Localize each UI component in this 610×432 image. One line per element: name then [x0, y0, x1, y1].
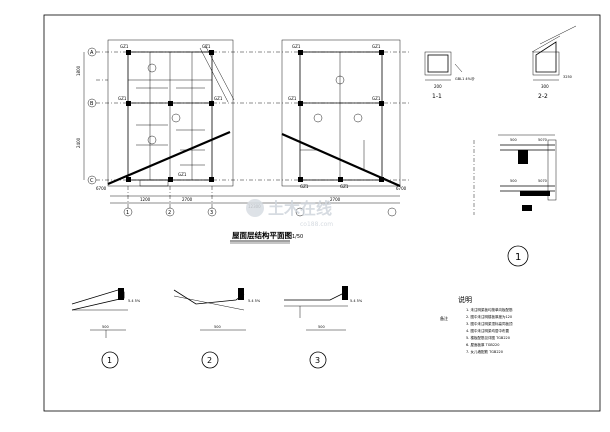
- col-label-1: GZ1: [120, 44, 129, 49]
- detail2-dim: 500: [214, 325, 221, 329]
- col-label-3: GZ1: [118, 96, 127, 101]
- notes-item-1: 1. 未注明梁板均按单向板配筋: [466, 307, 513, 312]
- left-dim-2: 2400: [76, 137, 81, 148]
- dim-bottom-3: 2700: [330, 197, 341, 202]
- col-label-r2: GZ1: [372, 44, 381, 49]
- section-1-1: [424, 51, 463, 81]
- detail1-callout-circle: [101, 351, 119, 369]
- plan-title: 屋面层结构平面图: [232, 230, 292, 240]
- beam-dim-4: 5070: [538, 179, 547, 183]
- detail2-callout-circle: [201, 351, 219, 369]
- section-dim-22: 300: [541, 84, 549, 89]
- notes-item-5: 5. 楼板配筋见详图 TGB220: [466, 335, 510, 340]
- section-note-11: GBL1 4%@: [455, 77, 475, 81]
- col-label-5: GZ1: [178, 172, 187, 177]
- watermark-logo: 土木在线 co188.com: [246, 199, 333, 228]
- plan-scale: 1/50: [292, 234, 303, 240]
- notes-item-4: 4. 图中未注明梁均居中布置: [466, 328, 509, 333]
- beam-dim-1: 500: [510, 138, 517, 142]
- grid-row-B: B: [90, 101, 94, 107]
- watermark-domain: co188.com: [300, 221, 333, 228]
- detail1-callout: 1: [107, 356, 112, 365]
- detail2-callout: 2: [207, 356, 212, 365]
- sheet-border: [43, 14, 601, 412]
- col-label-r6: GZ1: [340, 184, 349, 189]
- section-2-2: [531, 25, 577, 81]
- detail3-callout-circle: [309, 351, 327, 369]
- col-label-r5: GZ1: [300, 184, 309, 189]
- section-label-11: 1-1: [432, 93, 442, 100]
- grid-row-C: C: [90, 178, 94, 184]
- plan-left: [107, 39, 235, 187]
- notes-title: 说明: [458, 295, 472, 304]
- section-note-22: 3250: [563, 75, 572, 79]
- level-mark-left: 6700: [96, 186, 107, 191]
- dim-bottom-2: 2700: [182, 197, 193, 202]
- plan-right: [281, 39, 401, 188]
- beam-dim-2: 500: [510, 179, 517, 183]
- detail1-dim: 500: [102, 325, 109, 329]
- grid-col-2: 2: [168, 210, 171, 216]
- grid-col-3: 3: [210, 210, 213, 216]
- detail3-dim: 500: [318, 325, 325, 329]
- detail3-callout: 3: [315, 356, 320, 365]
- big-callout-circle: [507, 245, 529, 267]
- detail1-slope: 5.4 5%: [128, 299, 141, 303]
- col-label-r4: GZ1: [372, 96, 381, 101]
- beam-detail: [473, 134, 557, 215]
- notes-item-2: 2. 图中未注明楼板厚度为120: [466, 314, 512, 319]
- col-label-r3: GZ1: [288, 96, 297, 101]
- left-dim-1: 1800: [76, 65, 81, 76]
- notes-item-7: 7. 女儿墙配筋 TGB220: [466, 349, 503, 354]
- notes-label: 备注: [440, 315, 448, 321]
- grid-col-1: 1: [126, 210, 129, 216]
- col-label-2: GZ1: [202, 44, 211, 49]
- section-label-22: 2-2: [538, 93, 548, 100]
- grid-axes-left: [83, 47, 410, 185]
- notes-item-6: 6. 屋面板厚 TGB220: [466, 342, 500, 347]
- detail3-slope: 5.4 5%: [350, 299, 363, 303]
- big-callout-label: 1: [515, 252, 521, 263]
- beam-dim-3: 5070: [538, 138, 547, 142]
- detail2-slope: 5.4 5%: [248, 299, 261, 303]
- dim-bottom-1: 1200: [140, 197, 151, 202]
- detail-2: [173, 288, 246, 331]
- detail-1: [71, 288, 128, 338]
- watermark-text: 土木在线: [268, 199, 332, 218]
- col-label-4: GZ1: [214, 96, 223, 101]
- detail-3: [284, 286, 348, 331]
- notes-item-3: 3. 图中未注明梁顶标高同板顶: [466, 321, 513, 326]
- level-mark-right: 6700: [396, 186, 407, 191]
- col-label-r1: GZ1: [292, 44, 301, 49]
- grid-row-A: A: [90, 50, 94, 56]
- section-dim-11: 200: [434, 84, 442, 89]
